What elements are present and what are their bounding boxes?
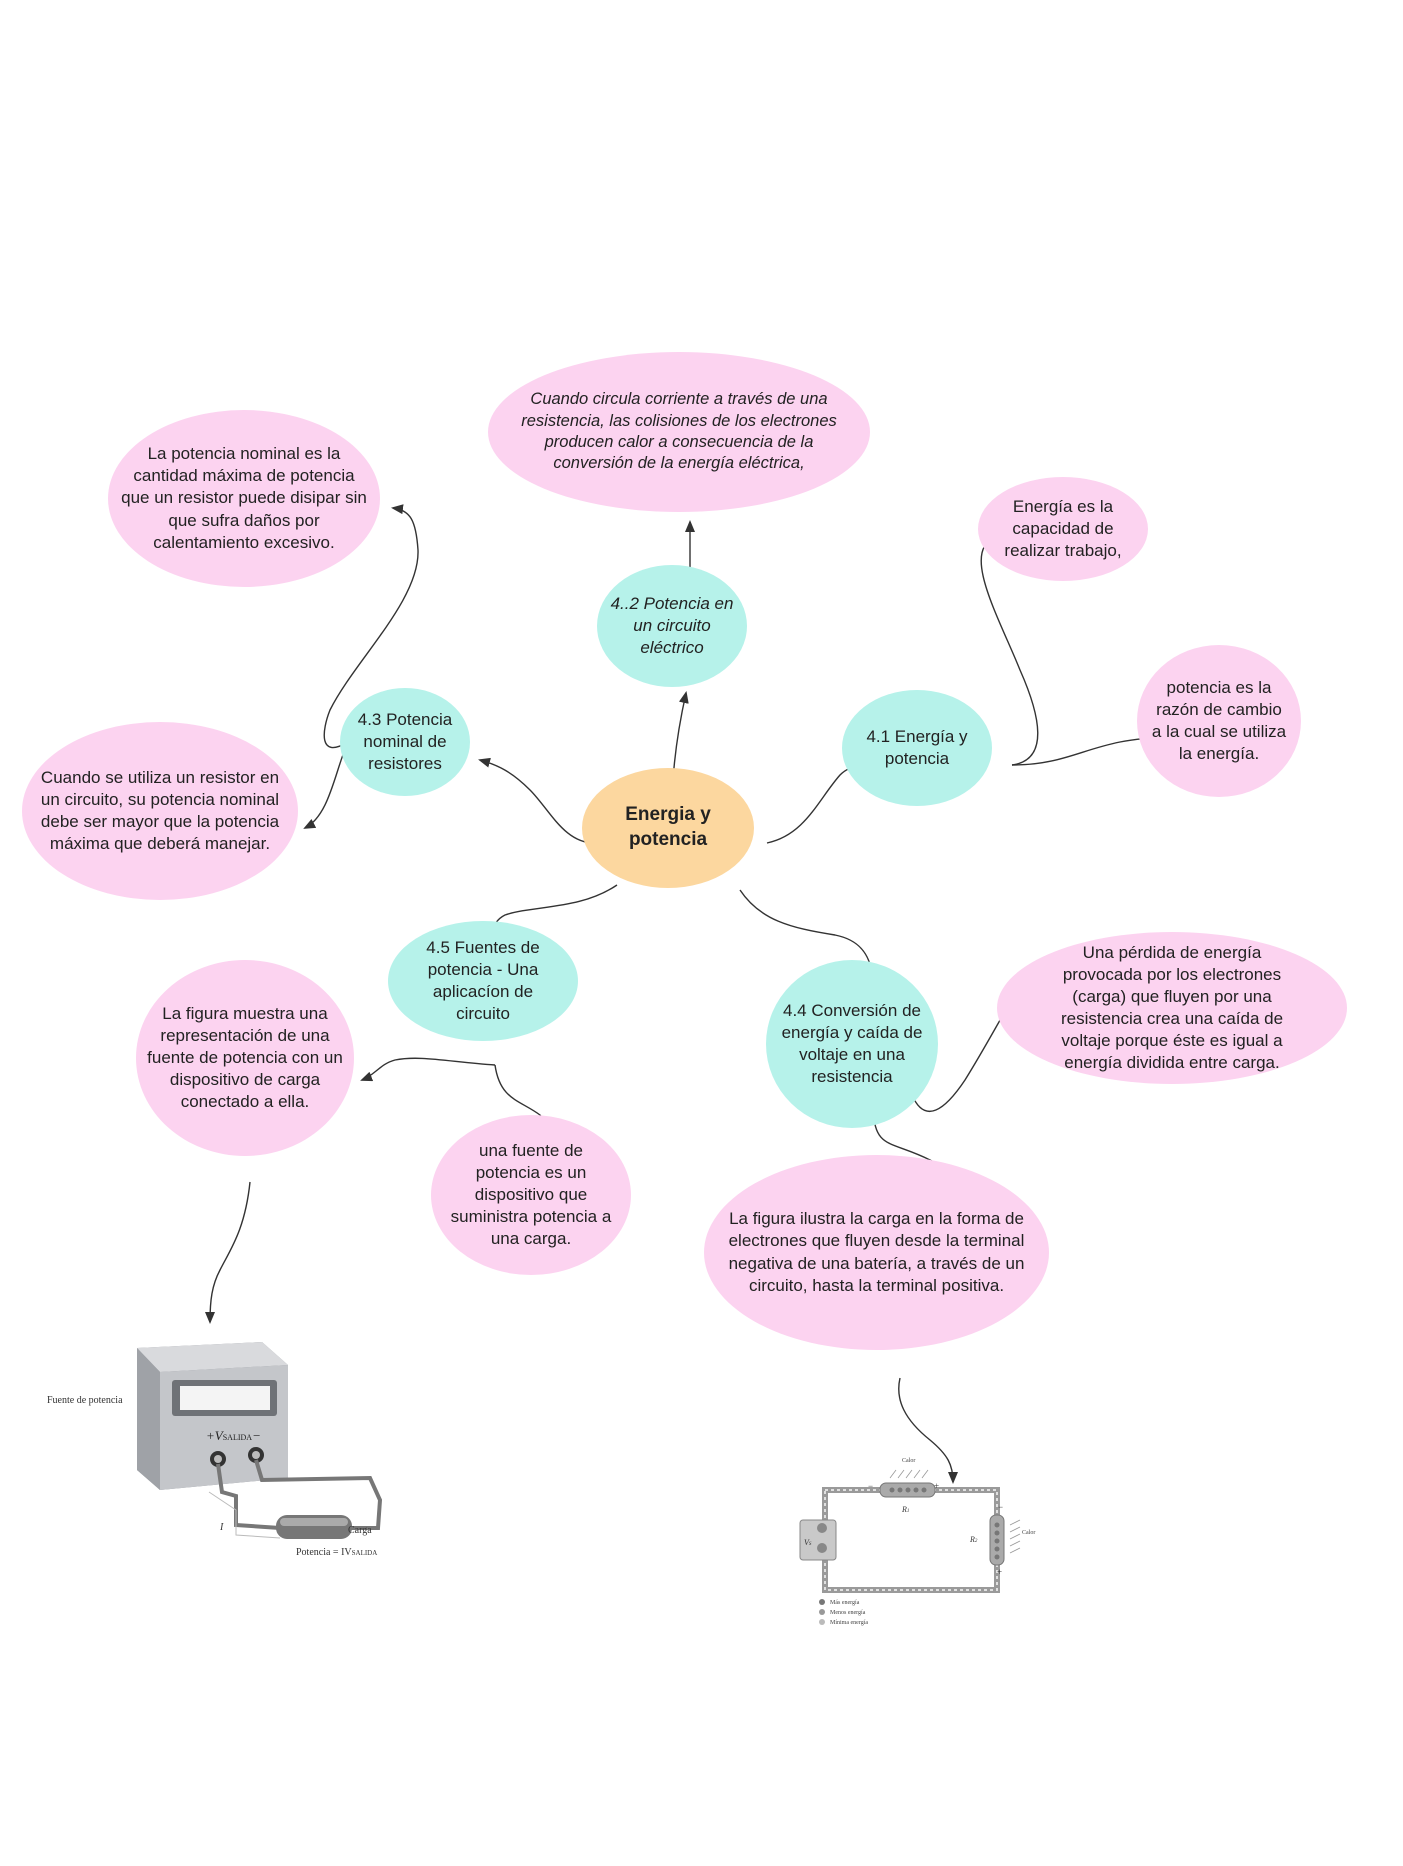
node-4-4[interactable]: 4.4 Conversión de energía y caída de vol…	[766, 960, 938, 1128]
node-potencia[interactable]: potencia es la razón de cambio a la cual…	[1137, 645, 1301, 797]
heat-label-1: Calor	[902, 1458, 915, 1464]
node-energia-label: Energía es la capacidad de realizar trab…	[1004, 496, 1122, 561]
circuit-figure: Calor Calor − + − + R1 R2 VS Más energía…	[799, 1458, 1035, 1626]
node-4-5-label: 4.5 Fuentes de potencia - Una aplicacíon…	[426, 937, 540, 1024]
node-calor[interactable]: Cuando circula corriente a través de una…	[488, 352, 870, 512]
arrow-figura-carga-to-image	[898, 1377, 958, 1484]
r2-label: R2	[969, 1535, 978, 1544]
node-4-2[interactable]: 4..2 Potencia en un circuito eléctrico	[597, 565, 747, 687]
arrow-figura-fuente-to-image	[205, 1181, 251, 1324]
node-resistor-uso[interactable]: Cuando se utiliza un resistor en un circ…	[22, 722, 298, 900]
energy-legend: Más energía Menos energía Mínima energía	[819, 1599, 868, 1626]
svg-text:+: +	[934, 1481, 939, 1491]
load-label: Carga	[348, 1525, 372, 1536]
node-perdida-label: Una pérdida de energía provocada por los…	[1060, 942, 1284, 1073]
vout-label: +VSALIDA−	[206, 1428, 261, 1443]
node-figura-carga[interactable]: La figura ilustra la carga en la forma d…	[704, 1155, 1049, 1350]
node-nominal-label: La potencia nominal es la cantidad máxim…	[121, 444, 367, 552]
legend-item: Más energía	[830, 1600, 860, 1606]
center-node-label: Energia y potencia	[625, 804, 711, 850]
node-4-4-label: 4.4 Conversión de energía y caída de vol…	[781, 1000, 923, 1087]
arrow-4-3-to-nominal	[323, 504, 419, 749]
heat-label-2: Calor	[1022, 1530, 1035, 1536]
r1-label: R1	[901, 1505, 909, 1514]
svg-text:−: −	[998, 1502, 1003, 1512]
arrow-center-to-4-2	[672, 691, 689, 781]
node-4-3[interactable]: 4.3 Potencia nominal de resistores	[340, 688, 470, 796]
node-figura-fuente[interactable]: La figura muestra una representación de …	[136, 960, 354, 1156]
battery	[799, 1519, 837, 1561]
node-fuente-def[interactable]: una fuente de potencia es un dispositivo…	[431, 1115, 631, 1275]
arrow-4-5-to-figura-fuente	[360, 1057, 496, 1082]
arrow-center-to-4-3	[478, 757, 598, 844]
vs-label: VS	[804, 1538, 812, 1547]
node-figura-fuente-label: La figura muestra una representación de …	[147, 1003, 343, 1112]
node-4-5[interactable]: 4.5 Fuentes de potencia - Una aplicacíon…	[388, 921, 578, 1041]
node-fuente-def-label: una fuente de potencia es un dispositivo…	[450, 1140, 612, 1249]
node-perdida[interactable]: Una pérdida de energía provocada por los…	[997, 932, 1347, 1084]
node-figura-carga-label: La figura ilustra la carga en la forma d…	[728, 1209, 1025, 1295]
node-4-3-label: 4.3 Potencia nominal de resistores	[357, 709, 453, 774]
svg-text:−: −	[868, 1481, 873, 1491]
power-supply-figure: Fuente de potencia +VSALIDA− I Carga Pot…	[47, 1342, 383, 1558]
current-label: I	[219, 1522, 224, 1533]
node-potencia-label: potencia es la razón de cambio a la cual…	[1151, 677, 1287, 764]
node-resistor-uso-label: Cuando se utiliza un resistor en un circ…	[40, 767, 280, 854]
svg-text:+: +	[997, 1567, 1002, 1577]
node-energia[interactable]: Energía es la capacidad de realizar trab…	[978, 477, 1148, 581]
legend-item: Mínima energía	[830, 1620, 868, 1626]
node-calor-label: Cuando circula corriente a través de una…	[521, 390, 837, 473]
arrow-center-to-4-1	[766, 760, 868, 844]
power-formula: Potencia = IVSALIDA	[296, 1547, 377, 1558]
legend-item: Menos energía	[830, 1610, 866, 1616]
node-nominal[interactable]: La potencia nominal es la cantidad máxim…	[108, 410, 380, 587]
power-supply-label: Fuente de potencia	[47, 1395, 123, 1406]
node-4-1[interactable]: 4.1 Energía y potencia	[842, 690, 992, 806]
center-node[interactable]: Energia y potencia	[582, 768, 754, 888]
arrow-4-1-to-energia	[980, 536, 1039, 766]
node-4-1-label: 4.1 Energía y potencia	[866, 726, 968, 768]
node-4-2-label: 4..2 Potencia en un circuito eléctrico	[610, 593, 734, 658]
arrow-center-to-4-4	[739, 889, 876, 977]
